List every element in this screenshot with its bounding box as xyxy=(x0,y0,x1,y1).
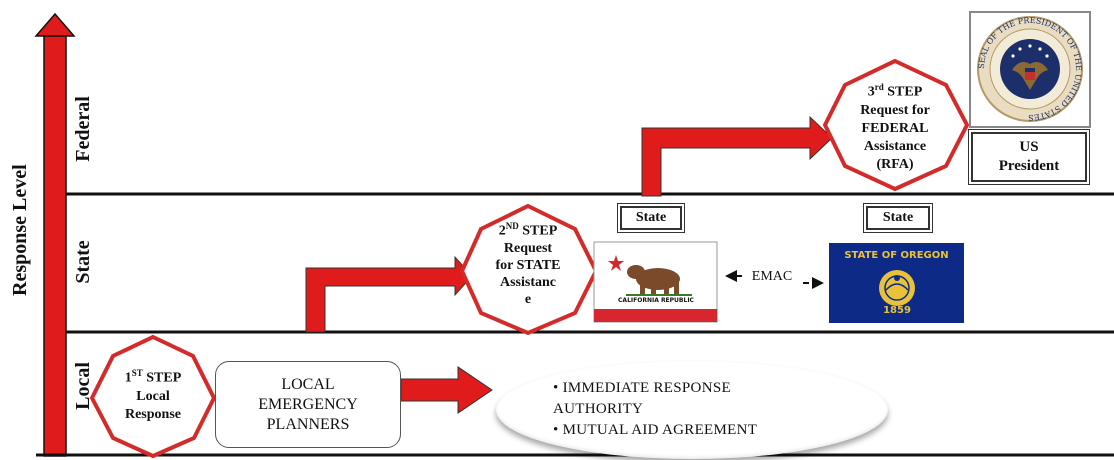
seal-stars xyxy=(1011,44,1049,58)
response-level-label: Response Level xyxy=(9,164,31,296)
oregon-flag xyxy=(829,243,964,323)
emac-label: EMAC xyxy=(751,269,793,284)
aid-item: • MUTUAL AID AGREEMENT xyxy=(553,422,758,438)
state-to-federal-arrow xyxy=(641,115,833,197)
state-label-oregon: State xyxy=(863,203,933,233)
california-flag-text: CALIFORNIA REPUBLIC xyxy=(618,297,694,304)
california-star xyxy=(608,255,624,271)
local-emergency-planners-box: LOCAL EMERGENCY PLANNERS xyxy=(215,361,401,448)
step1-text: 1ST STEP Local Response xyxy=(124,368,182,422)
california-flag xyxy=(593,241,718,323)
step3-text: 3rd STEP Request for FEDERAL Assistance … xyxy=(860,82,930,172)
federal-level-label: Federal xyxy=(72,96,94,162)
state-label-california: State xyxy=(617,203,685,233)
president-line1: US xyxy=(1019,139,1039,155)
step2-heptagon xyxy=(459,203,599,336)
step1-heptagon xyxy=(89,334,217,459)
planners-line3: PLANNERS xyxy=(266,415,350,433)
president-line2: President xyxy=(998,158,1060,174)
aid-item: • IMMEDIATE RESPONSE xyxy=(553,380,731,396)
oregon-flag-year: 1859 xyxy=(883,305,911,316)
aid-ellipse xyxy=(496,361,888,459)
planners-line1: LOCAL xyxy=(281,375,335,393)
aid-list: • IMMEDIATE RESPONSE AUTHORITY • MUTUAL … xyxy=(553,378,873,441)
emac-connector xyxy=(725,270,824,289)
state-level-label: State xyxy=(72,240,94,284)
step2-text: 2ND STEP Request for STATE Assistanc e xyxy=(495,221,561,307)
local-to-state-arrow xyxy=(305,255,473,333)
local-to-aid-arrow xyxy=(400,366,493,414)
presidential-seal xyxy=(969,11,1091,128)
california-bear xyxy=(626,265,692,296)
oregon-flag-title: STATE OF OREGON xyxy=(844,250,949,261)
step3-heptagon xyxy=(822,58,970,192)
local-level-label: Local xyxy=(72,362,94,410)
us-president-label: US President xyxy=(968,129,1090,185)
response-level-arrow xyxy=(34,12,76,457)
planners-line2: EMERGENCY xyxy=(258,395,358,413)
aid-item: AUTHORITY xyxy=(553,401,644,417)
